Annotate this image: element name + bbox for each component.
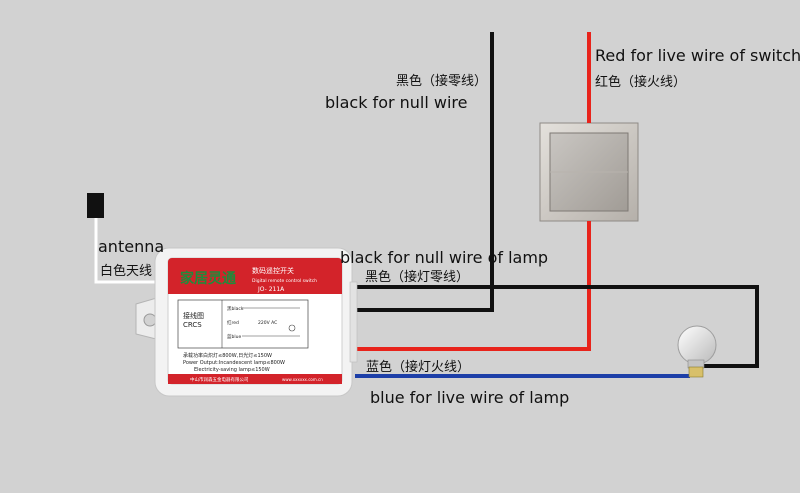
spec-line2: Electricity-saving lamp≤150W: [194, 367, 270, 373]
terminal-black: 黑black: [227, 306, 244, 312]
black-lamp-label-zh: 黑色（接灯零线）: [365, 270, 470, 285]
device-title-en: Digital remote control switch: [252, 278, 317, 284]
terminal-blue: 蓝blue: [227, 333, 241, 340]
device-website: www.xxxxxx.com.cn: [282, 377, 323, 382]
device-brand: 家居灵通: [180, 270, 236, 287]
device-model: JO- 211A: [257, 286, 285, 293]
spec-zh: 承载功率白炽灯≤800W,日光灯≤150W: [183, 352, 272, 359]
device-title: 数码遥控开关: [252, 266, 294, 275]
diagram-title: 接线图: [183, 311, 204, 320]
lamp-symbol-icon: [288, 324, 296, 332]
wall-switch[interactable]: [539, 122, 639, 222]
diagram-code: CRCS: [183, 321, 202, 329]
black-null-wire: [355, 32, 494, 312]
red-switch-wire: [355, 221, 591, 351]
antenna-label-zh: 白色天线: [100, 264, 153, 279]
spec-line1: Power Output:Incandescent lamp≤800W: [183, 360, 285, 366]
antenna-wire: [94, 218, 182, 284]
black-null-label-zh: 黑色（接零线）: [396, 74, 488, 89]
blue-lamp-label-en: blue for live wire of lamp: [370, 388, 570, 407]
device-manufacturer: 中山市润森五金电器有限公司: [190, 376, 249, 383]
black-lamp-wire: [355, 285, 759, 368]
antenna-label-en: antenna: [98, 237, 165, 256]
terminal-red: 红red: [227, 319, 239, 326]
device-voltage: 220V AC: [258, 320, 277, 326]
light-bulb-icon: [677, 325, 717, 378]
red-switch-label-en: Red for live wire of switch: [595, 46, 800, 65]
blue-lamp-label-zh: 蓝色（接灯火线）: [366, 360, 471, 375]
red-switch-label-zh: 红色（接火线）: [595, 75, 687, 90]
antenna-tip: [87, 193, 104, 218]
black-null-label-en: black for null wire: [325, 93, 468, 112]
remote-switch-receiver[interactable]: 家居灵通 数码遥控开关 Digital remote control switc…: [135, 247, 358, 397]
black-lamp-label-en: black for null wire of lamp: [340, 248, 549, 267]
